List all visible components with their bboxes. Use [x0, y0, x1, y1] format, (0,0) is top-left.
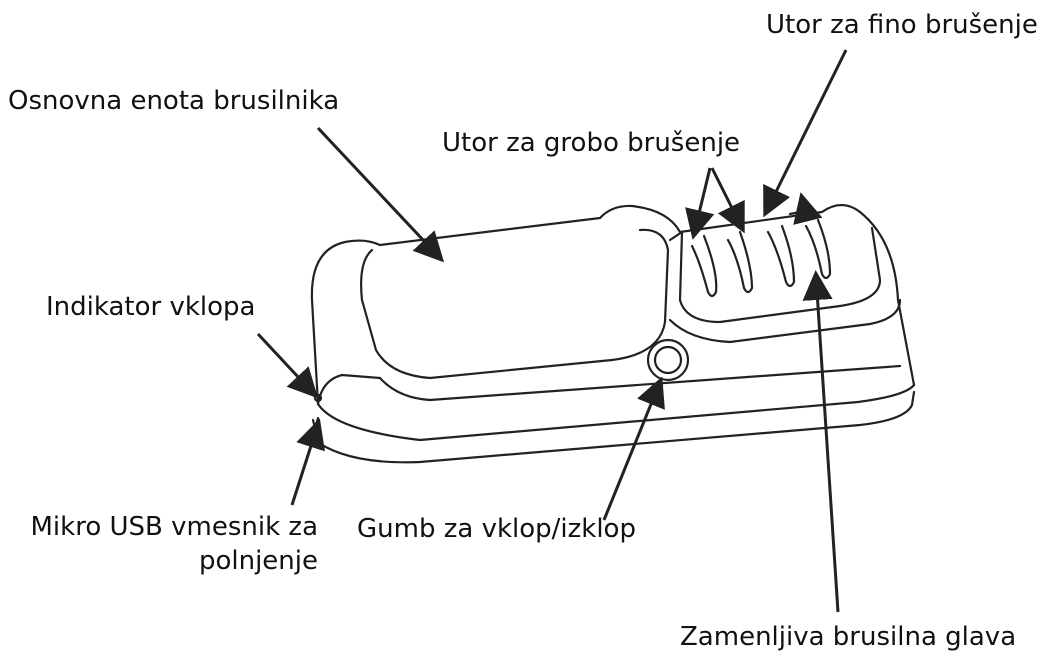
leader-coarse-slot-b [710, 167, 745, 234]
fine-slot-1 [766, 224, 796, 288]
leader-lines [256, 49, 848, 613]
usb-port-label-line1: Mikro USB vmesnik za [30, 512, 319, 542]
housing-outline [310, 203, 916, 406]
front-panel-outline [360, 228, 670, 380]
coarse-slot-1 [690, 234, 718, 298]
base-plate-edge [316, 383, 916, 442]
usb-port-label: Mikro USB vmesnik za polnjenje [14, 510, 319, 578]
grinder-module-outline [668, 226, 882, 324]
power-button-label: Gumb za vklop/izklop [357, 514, 636, 544]
fine-slot-label: Utor za fino brušenje [766, 10, 1038, 40]
grinding-head-label: Zamenljiva brusilna glava [680, 622, 1017, 652]
coarse-slot-2 [726, 230, 754, 294]
coarse-slot-label: Utor za grobo brušenje [442, 128, 741, 158]
power-button-shape [646, 338, 690, 382]
leader-coarse-slot-a [685, 167, 715, 240]
leader-power-indicator [256, 332, 319, 399]
leader-grinding-head [802, 270, 840, 613]
fine-slot-2 [804, 218, 832, 280]
front-panel-lower [378, 364, 902, 402]
leader-usb-port [290, 418, 325, 506]
leader-power-button [602, 376, 665, 521]
leader-top-edge [793, 192, 823, 225]
usb-port-label-line2: polnjenje [198, 546, 318, 576]
sharpener-illustration [310, 203, 916, 464]
power-indicator-label: Indikator vklopa [46, 292, 256, 322]
housing-side-line [316, 373, 382, 406]
leader-fine-slot [763, 49, 848, 218]
base-plate [310, 390, 916, 464]
top-edge-marker [788, 210, 802, 216]
base-unit-label: Osnovna enota brusilnika [8, 86, 340, 116]
grinder-module-lower [668, 298, 902, 344]
leader-base-unit [316, 126, 445, 263]
power-button-inner [653, 345, 683, 375]
